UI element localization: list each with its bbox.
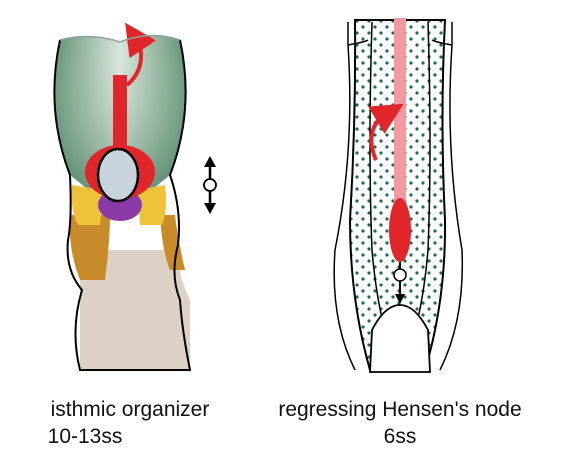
left-caption-line2: 10-13ss xyxy=(0,425,170,449)
organizer-stalk xyxy=(113,75,127,155)
axis-arrow-icon xyxy=(204,156,216,214)
left-embryo xyxy=(54,35,190,370)
notochord xyxy=(394,18,406,208)
embryo-diagram xyxy=(0,0,565,400)
right-caption-line1: regressing Hensen's node xyxy=(235,398,565,422)
right-caption-line2: 6ss xyxy=(235,425,565,449)
center-ellipse xyxy=(98,149,138,201)
hensens-node xyxy=(389,198,411,262)
left-caption-line1: isthmic organizer xyxy=(0,398,260,422)
right-embryo xyxy=(334,18,462,372)
